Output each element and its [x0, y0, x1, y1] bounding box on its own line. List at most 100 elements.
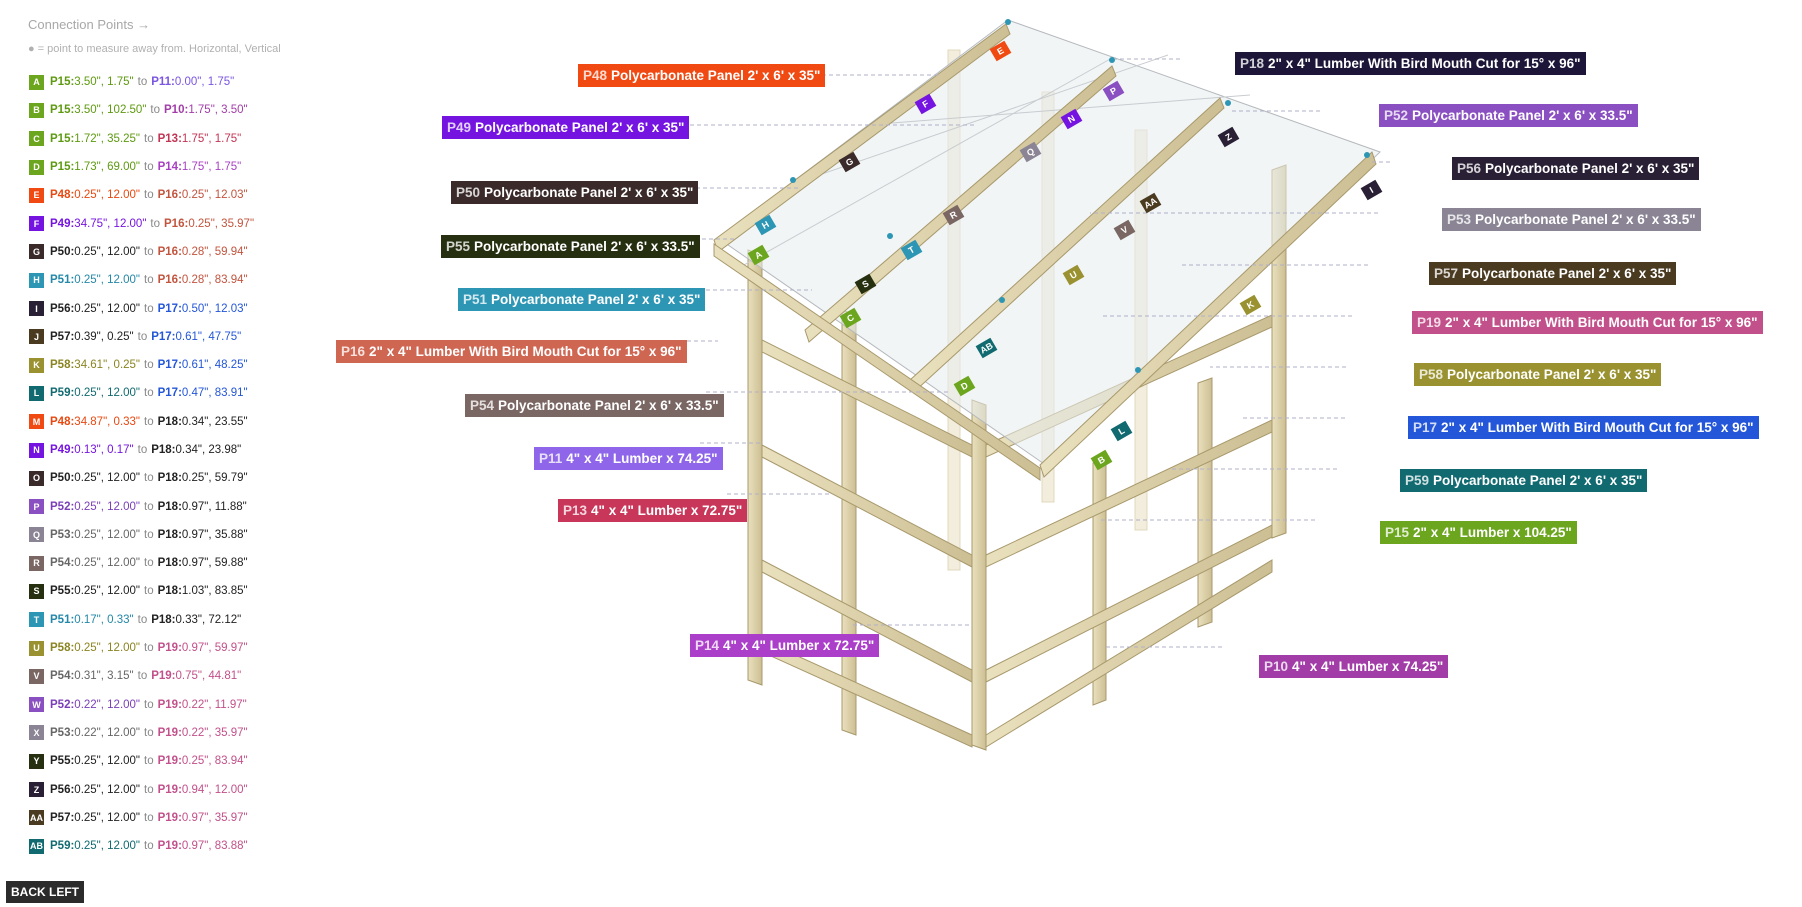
connection-from-part: P15: [50, 132, 75, 145]
roof-rafters [713, 23, 1377, 481]
connection-to-word: to [144, 698, 154, 711]
connection-point-marker: C [29, 131, 44, 147]
connection-from-value: 0.25", 12.00" [74, 472, 141, 485]
part-id: P18 [1240, 56, 1265, 71]
connection-to-value: 0.22", 11.97" [181, 698, 247, 711]
connection-to-word: to [137, 444, 148, 456]
connection-from-value: 1.72", 35.25" [74, 132, 141, 145]
connection-to-part: P14: [157, 161, 182, 174]
connection-from-part: P15: [50, 104, 75, 117]
connection-point-marker: I [29, 301, 44, 317]
part-description: Polycarbonate Panel 2' x 6' x 35" [484, 185, 694, 200]
connection-to-part: P18: [157, 528, 182, 541]
part-id: P56 [1457, 161, 1482, 176]
connection-to-part: P18: [151, 444, 176, 456]
connection-to-value: 0.97", 35.88" [181, 528, 248, 541]
connection-to-word: to [137, 613, 148, 626]
connection-to-word: to [144, 359, 154, 372]
part-description: Polycarbonate Panel 2' x 6' x 35" [491, 292, 701, 307]
connection-to-value: 1.75", 3.50" [188, 104, 248, 117]
connection-to-word: to [137, 670, 148, 683]
connection-to-part: P18: [157, 472, 182, 485]
part-id: P54 [470, 398, 495, 413]
connection-to-part: P19: [157, 840, 182, 853]
connection-point-marker: X [29, 725, 44, 741]
connection-to-part: P19: [157, 783, 182, 796]
part-description: 2" x 4" Lumber With Bird Mouth Cut for 1… [1445, 315, 1758, 330]
part-id: P14 [695, 638, 720, 653]
connection-to-part: P19: [157, 726, 182, 739]
connection-to-value: 0.34", 23.98" [175, 444, 242, 456]
connection-from-value: 34.87", 0.33" [74, 415, 141, 428]
connection-to-word: to [144, 415, 154, 428]
connection-to-word: to [144, 245, 154, 258]
connection-from-part: P50: [50, 472, 75, 485]
part-id: P58 [1419, 367, 1444, 382]
connection-to-value: 0.50", 12.03" [181, 302, 248, 315]
part-description: 2" x 4" Lumber With Bird Mouth Cut for 1… [1441, 420, 1754, 435]
part-description: Polycarbonate Panel 2' x 6' x 35" [1485, 161, 1695, 176]
connection-points-panel: Connection Points → ● = point to measure… [28, 16, 358, 860]
connection-from-part: P50: [50, 245, 75, 258]
connection-to-value: 0.22", 35.97" [181, 726, 248, 739]
connection-to-value: 0.25", 12.03" [181, 189, 248, 202]
part-id: P48 [583, 68, 608, 83]
connection-to-value: 0.97", 11.88" [181, 500, 247, 513]
connection-from-part: P51: [50, 274, 75, 287]
connection-to-value: 0.25", 35.97" [188, 217, 255, 230]
connection-point-marker: Z [29, 782, 44, 798]
connection-from-value: 0.39", 0.25" [74, 330, 134, 343]
part-id: P11 [539, 451, 563, 466]
connection-to-part: P16: [164, 217, 189, 230]
connection-point-marker: K [29, 357, 44, 373]
connection-from-value: 3.50", 102.50" [74, 104, 147, 117]
connection-to-word: to [144, 132, 154, 145]
part-id: P55 [446, 239, 471, 254]
connection-from-value: 0.25", 12.00" [74, 642, 141, 655]
connection-point-marker: E [29, 187, 44, 203]
part-id: P57 [1434, 266, 1459, 281]
connection-to-part: P16: [157, 245, 182, 258]
connection-to-value: 0.97", 83.88" [181, 840, 248, 853]
part-description: 4" x 4" Lumber x 72.75" [591, 503, 743, 518]
connection-to-part: P19: [157, 811, 182, 824]
connection-to-word: to [144, 726, 154, 739]
part-id: P59 [1405, 473, 1430, 488]
connection-to-part: P17: [157, 387, 182, 400]
connection-from-part: P57: [50, 811, 75, 824]
connection-to-value: 0.28", 59.94" [181, 245, 248, 258]
connection-from-value: 0.31", 3.15" [74, 670, 134, 683]
connection-from-value: 0.25", 12.00" [74, 557, 141, 570]
connection-to-word: to [144, 811, 154, 824]
connection-from-value: 0.25", 12.00" [74, 585, 141, 598]
connection-to-part: P10: [164, 104, 189, 117]
connection-to-value: 0.97", 59.97" [181, 642, 248, 655]
connection-from-part: P51: [50, 613, 75, 626]
part-description: Polycarbonate Panel 2' x 6' x 35" [475, 120, 685, 135]
connection-to-value: 0.97", 59.88" [181, 557, 248, 570]
connection-from-part: P52: [50, 698, 75, 711]
back-left-button[interactable]: BACK LEFT [6, 881, 84, 903]
connection-point-marker: W [29, 697, 44, 713]
connection-to-word: to [150, 217, 161, 230]
part-description: 2" x 4" Lumber With Bird Mouth Cut for 1… [369, 344, 682, 359]
connection-point-marker: D [29, 159, 44, 175]
part-description: Polycarbonate Panel 2' x 6' x 33.5" [498, 398, 719, 413]
